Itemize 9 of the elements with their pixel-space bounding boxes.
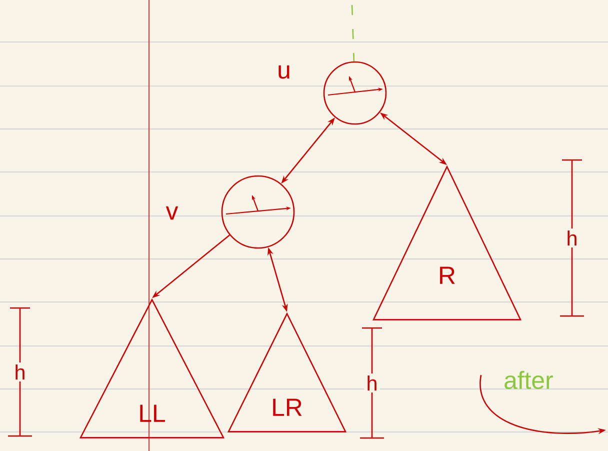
height-label: h	[564, 228, 580, 248]
node-label: u	[278, 65, 290, 79]
tree-node-circle	[323, 61, 387, 125]
node-label: v	[166, 206, 178, 220]
tree-edge	[351, 4, 355, 62]
height-label: h	[12, 362, 28, 382]
note-text: after	[504, 370, 553, 390]
height-label: h	[364, 374, 380, 393]
tree-node-circle	[221, 175, 295, 249]
